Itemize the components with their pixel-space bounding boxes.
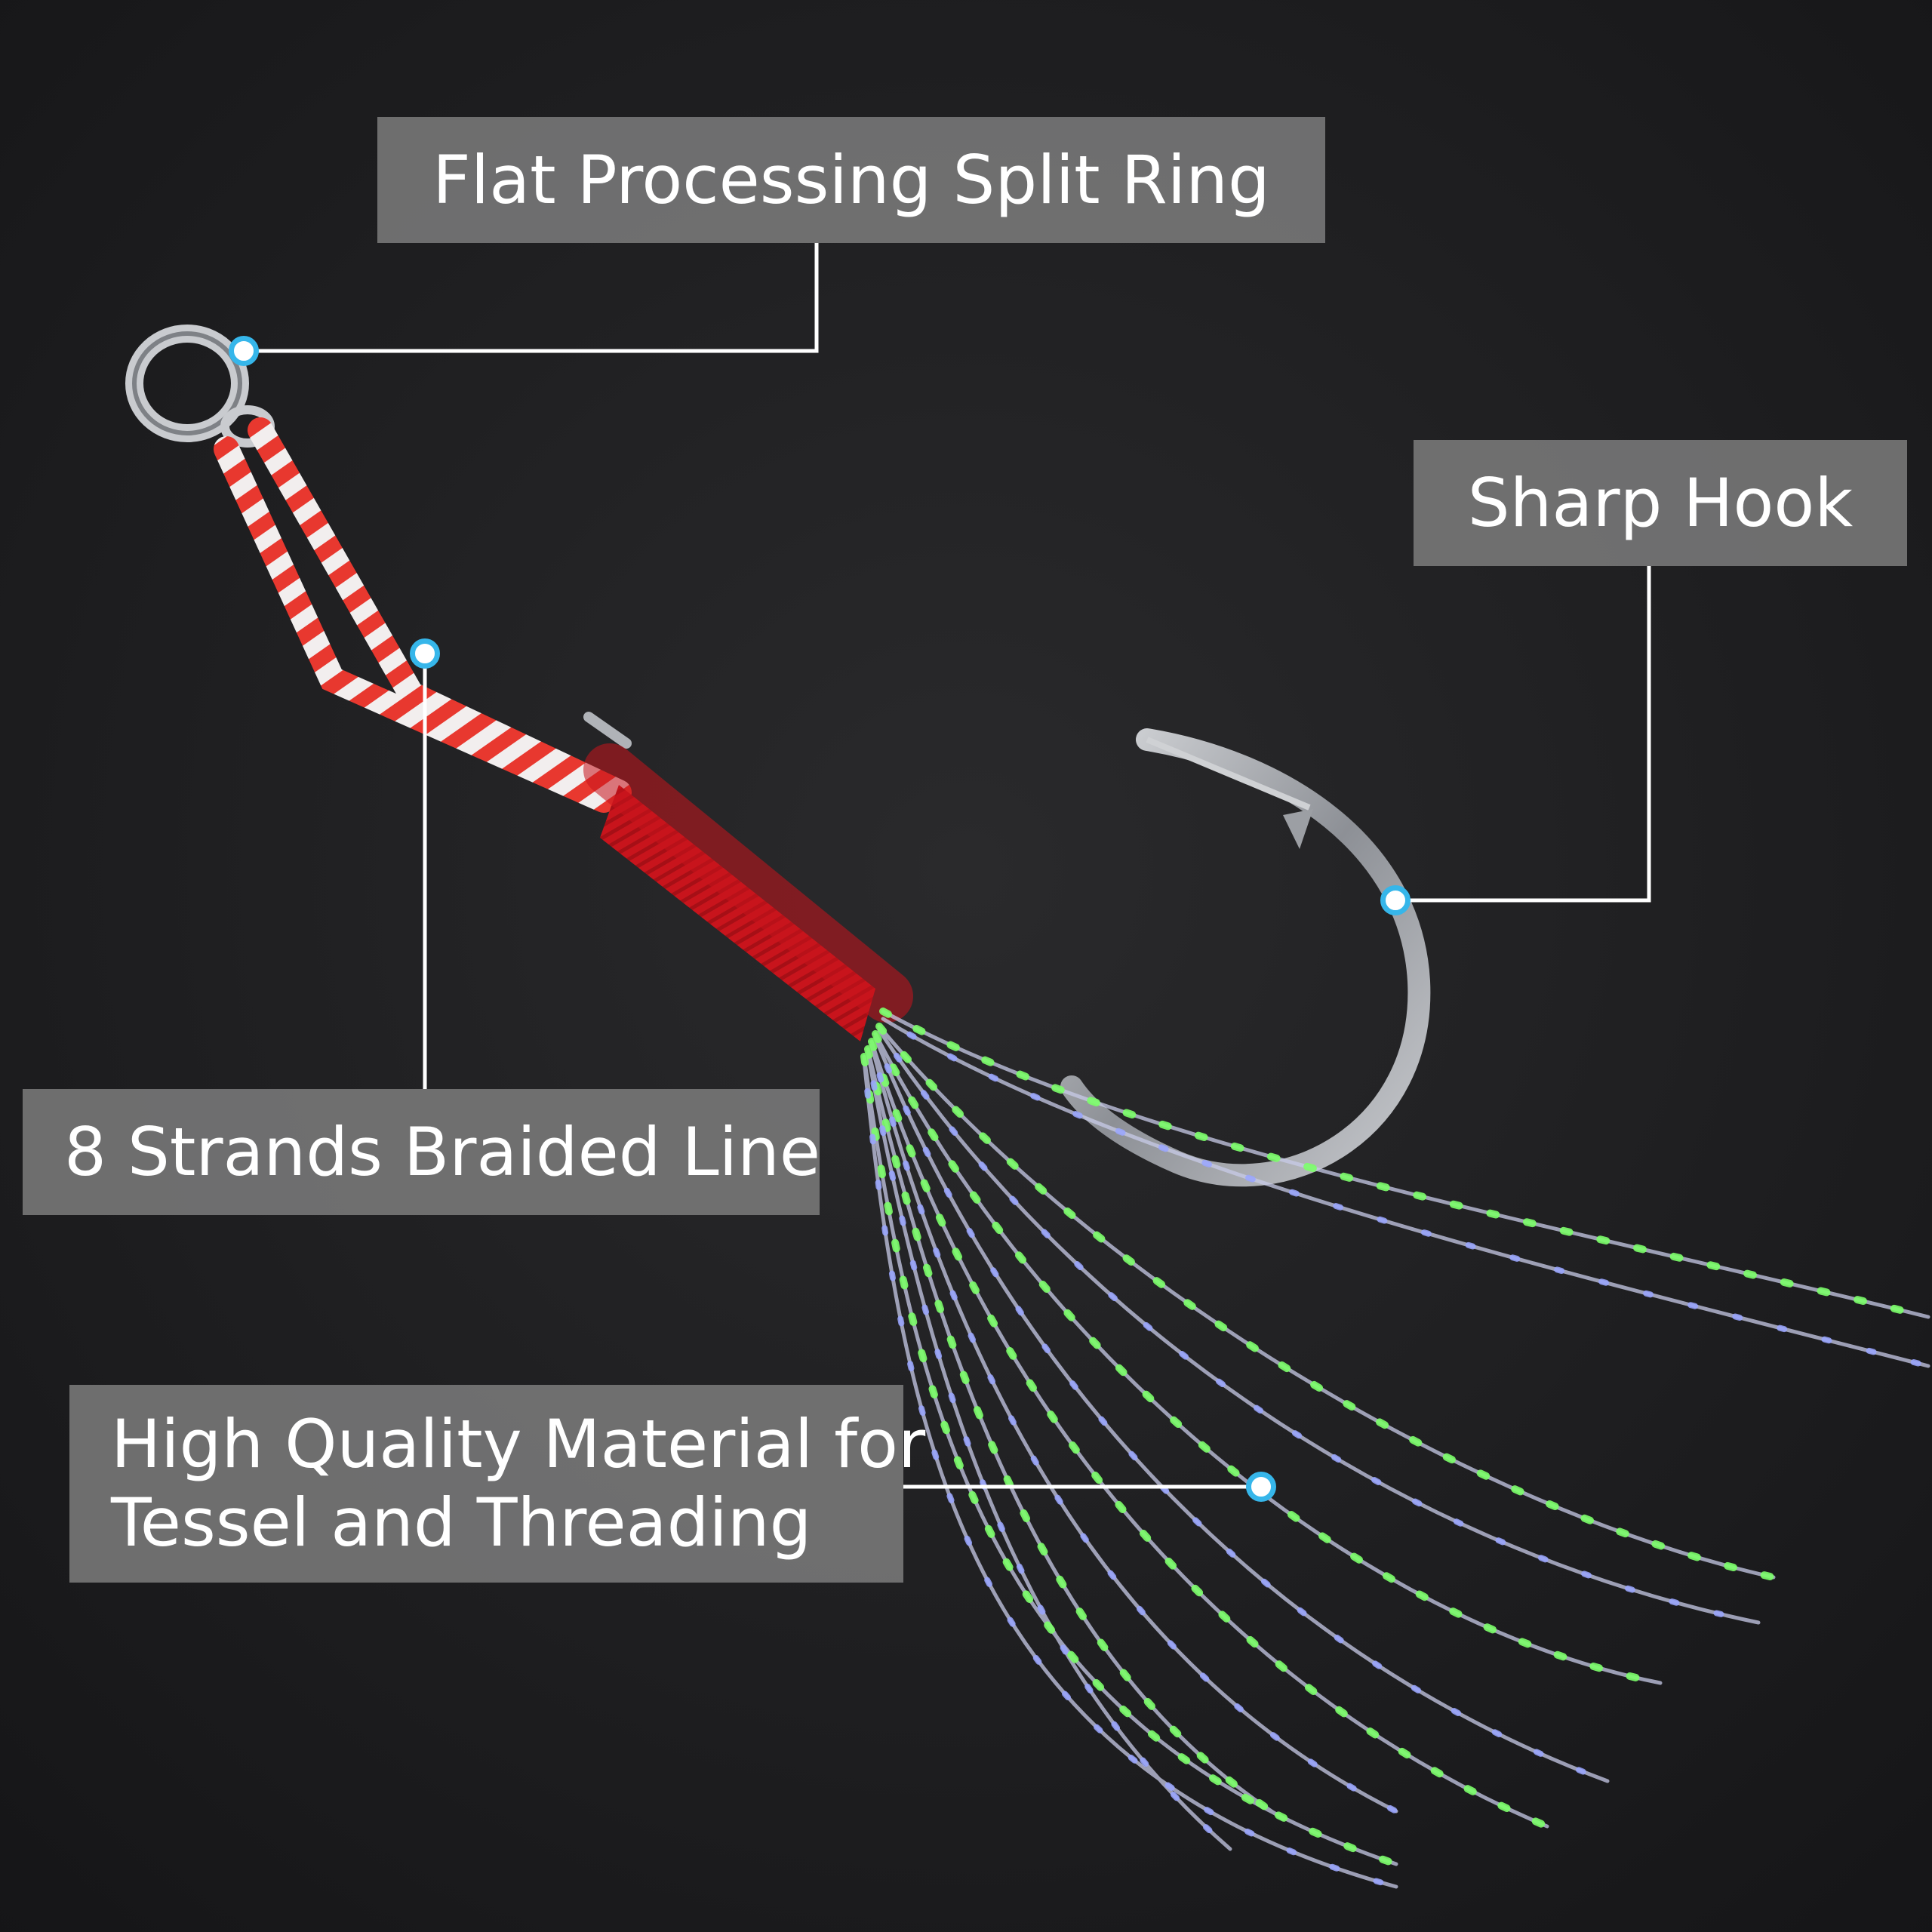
callout-split-ring-text: Flat Processing Split Ring bbox=[432, 140, 1270, 219]
callout-tassel-material-line-2: Tessel and Threading bbox=[111, 1484, 812, 1561]
leader-line-ring bbox=[244, 243, 819, 353]
tinsel-tassel bbox=[860, 1008, 1932, 1890]
leader-line-hook bbox=[1395, 566, 1651, 903]
leader-lines bbox=[244, 243, 1651, 1489]
callout-braided-line: 8 Strands Braided Line bbox=[23, 1089, 820, 1215]
braided-line bbox=[214, 417, 632, 813]
marker-tassel bbox=[1246, 1472, 1276, 1502]
marker-ring bbox=[229, 336, 259, 366]
callout-sharp-hook: Sharp Hook bbox=[1414, 440, 1907, 566]
callout-tassel-material-line-1: High Quality Material for bbox=[111, 1405, 926, 1483]
callout-tassel-material: High Quality Material for Tessel and Thr… bbox=[69, 1385, 925, 1583]
thread-wrap bbox=[583, 743, 913, 1041]
callout-split-ring: Flat Processing Split Ring bbox=[377, 117, 1325, 243]
sharp-hook bbox=[583, 712, 1431, 1187]
marker-braid bbox=[410, 638, 440, 669]
callout-sharp-hook-text: Sharp Hook bbox=[1467, 463, 1854, 542]
split-ring bbox=[125, 325, 275, 448]
marker-hook bbox=[1380, 885, 1411, 915]
callout-braided-line-text: 8 Strands Braided Line bbox=[64, 1112, 821, 1191]
